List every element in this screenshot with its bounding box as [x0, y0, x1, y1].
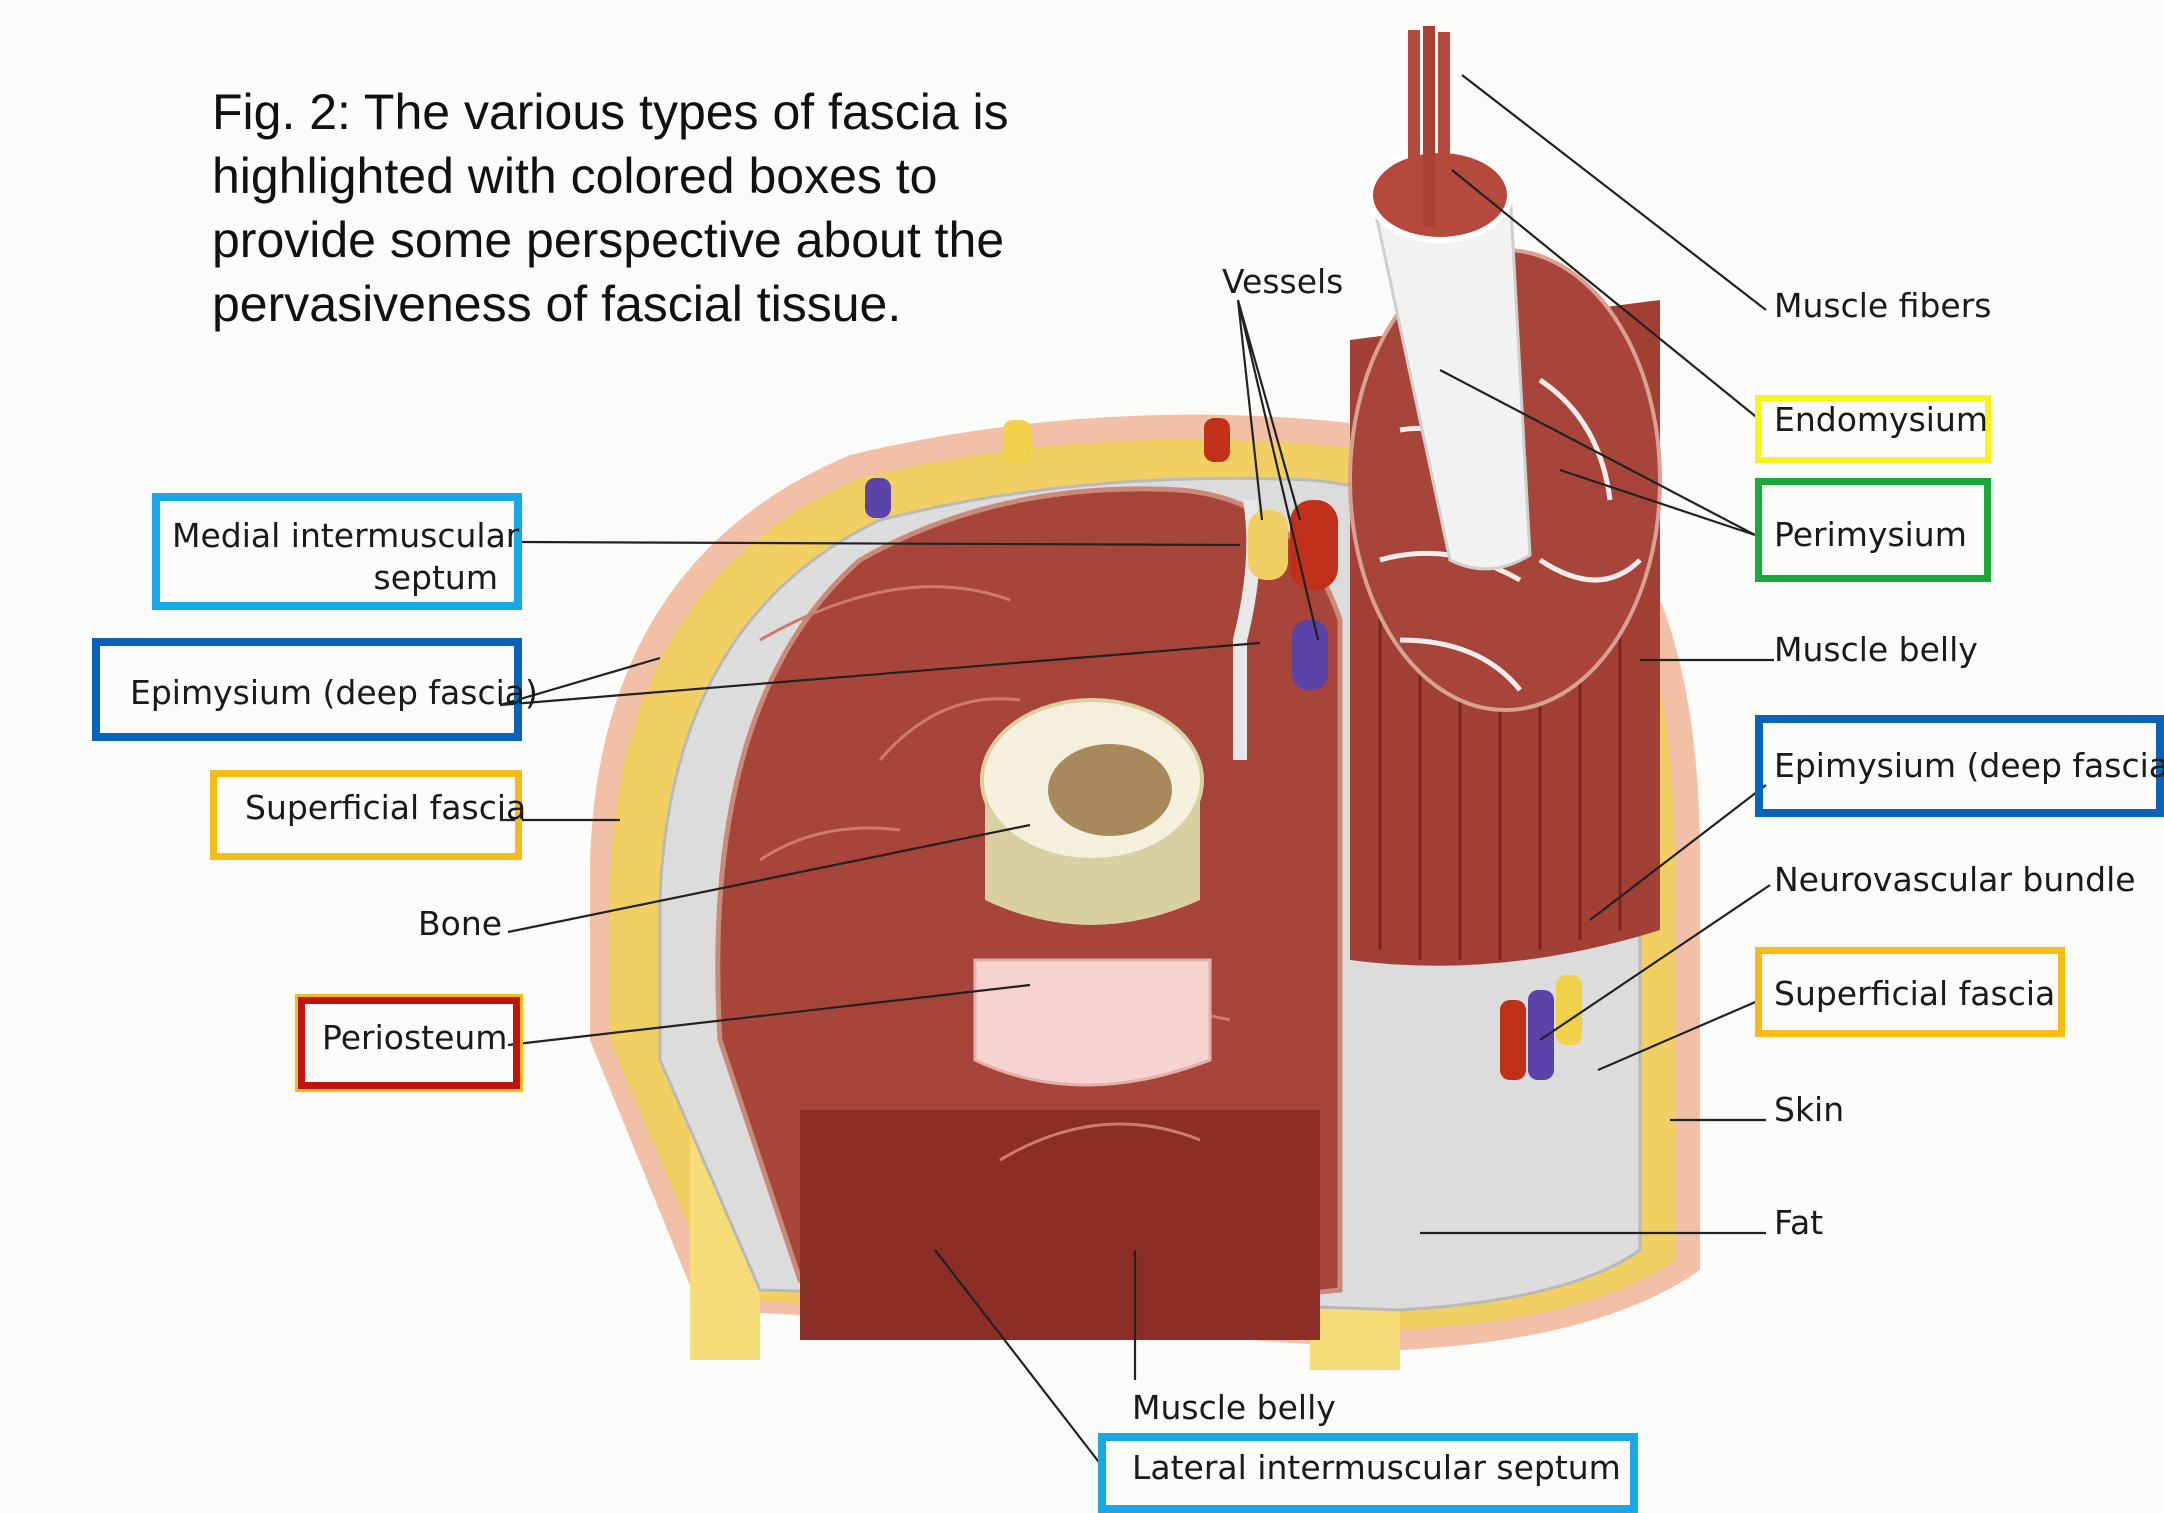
label-epimysium-left: Epimysium (deep fascia) [130, 673, 538, 713]
label-skin: Skin [1774, 1090, 1844, 1130]
muscle-belly-bottom-shape [800, 1110, 1320, 1340]
label-endomysium: Endomysium [1774, 400, 1988, 440]
label-medial-septum-line2: septum [172, 558, 498, 598]
marrow-shape [1048, 744, 1172, 836]
vessel-purple [1292, 620, 1328, 690]
label-epimysium-right: Epimysium (deep fascia) [1774, 746, 2164, 786]
nv-bundle-purple [1528, 990, 1554, 1080]
label-periosteum: Periosteum [322, 1018, 507, 1058]
bone-shape [975, 700, 1210, 1085]
muscle-fiber-2 [1423, 26, 1435, 226]
label-muscle-fibers: Muscle fibers [1774, 286, 1991, 326]
label-superficial-fascia-left: Superficial fascia [245, 788, 526, 828]
nv-bundle-yellow [1556, 975, 1582, 1045]
muscle-fiber-3 [1438, 32, 1450, 222]
label-neurovascular-bundle: Neurovascular bundle [1774, 860, 2136, 900]
label-medial-septum-line1: Medial intermuscular [172, 516, 519, 556]
nv-bundle-red [1500, 1000, 1526, 1080]
vessel-small-yellow [1003, 420, 1031, 464]
label-lateral-septum: Lateral intermuscular septum [1132, 1448, 1621, 1488]
vessel-small-purple [865, 478, 891, 518]
label-perimysium: Perimysium [1774, 515, 1967, 555]
label-vessels: Vessels [1222, 262, 1343, 302]
label-superficial-fascia-right: Superficial fascia [1774, 974, 2055, 1014]
label-muscle-belly-bottom: Muscle belly [1132, 1388, 1336, 1428]
muscle-fiber-1 [1408, 30, 1420, 220]
label-muscle-belly-right: Muscle belly [1774, 630, 1978, 670]
label-bone: Bone [418, 904, 502, 944]
vessel-small-red [1204, 418, 1230, 462]
label-fat: Fat [1774, 1203, 1823, 1243]
periosteum-shape [975, 960, 1210, 1085]
vessel-yellow [1248, 510, 1288, 580]
